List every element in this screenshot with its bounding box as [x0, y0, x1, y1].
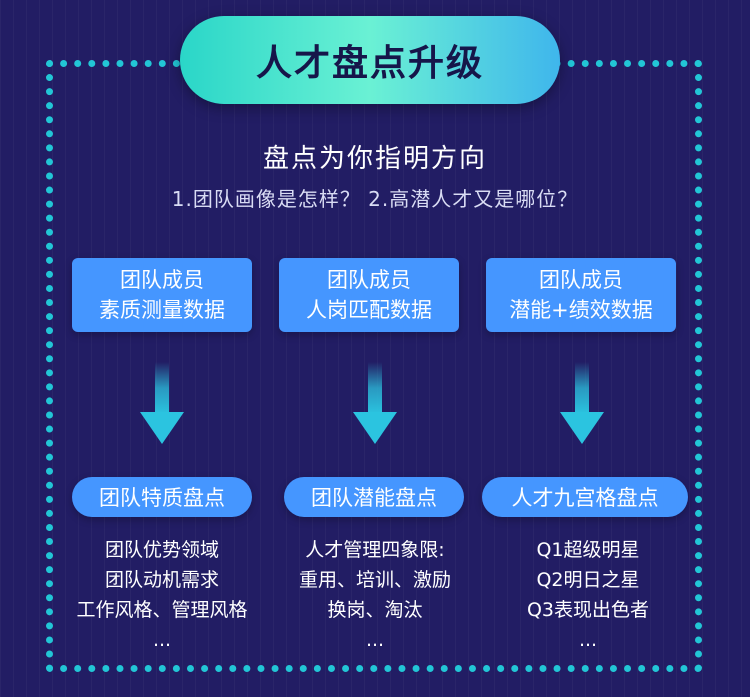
desc-list-1: 团队优势领域 团队动机需求 工作风格、管理风格 ... — [52, 535, 272, 655]
list-item: Q2明日之星 — [536, 569, 640, 591]
page-title: 人才盘点升级 — [180, 16, 560, 104]
list-item: Q1超级明星 — [536, 539, 640, 561]
desc-list-2: 人才管理四象限: 重用、培训、激励 换岗、淘汰 ... — [265, 535, 485, 655]
data-box-3-line1: 团队成员 — [539, 268, 623, 292]
list-item: ... — [152, 629, 172, 651]
list-item: 重用、培训、激励 — [298, 569, 451, 591]
data-box-3-line2: 潜能+绩效数据 — [509, 298, 653, 322]
pill-nine-grid: 人才九宫格盘点 — [482, 477, 688, 517]
arrow-down-icon — [353, 362, 397, 444]
list-item: ... — [365, 629, 385, 651]
data-box-2: 团队成员 人岗匹配数据 — [279, 258, 459, 332]
arrow-down-icon — [560, 362, 604, 444]
list-item: 工作风格、管理风格 — [76, 599, 248, 621]
list-item: Q3表现出色者 — [526, 599, 650, 621]
desc-list-3: Q1超级明星 Q2明日之星 Q3表现出色者 ... — [478, 535, 698, 655]
data-box-3: 团队成员 潜能+绩效数据 — [486, 258, 676, 332]
subtitle: 盘点为你指明方向 — [262, 144, 487, 174]
list-item: 换岗、淘汰 — [327, 599, 423, 621]
data-box-2-line2: 人岗匹配数据 — [306, 298, 432, 322]
data-box-1: 团队成员 素质测量数据 — [72, 258, 252, 332]
data-box-2-line1: 团队成员 — [327, 268, 411, 292]
list-item: 团队动机需求 — [104, 569, 219, 591]
data-box-1-line1: 团队成员 — [120, 268, 204, 292]
pill-team-potential: 团队潜能盘点 — [284, 477, 464, 517]
data-box-1-line2: 素质测量数据 — [99, 298, 225, 322]
pill-team-trait: 团队特质盘点 — [72, 477, 252, 517]
arrow-down-icon — [140, 362, 184, 444]
list-item: ... — [578, 629, 598, 651]
questions-text: 1.团队画像是怎样？ 2.高潜人才又是哪位？ — [171, 187, 579, 211]
list-item: 团队优势领域 — [104, 539, 219, 561]
list-item: 人才管理四象限: — [305, 539, 445, 561]
